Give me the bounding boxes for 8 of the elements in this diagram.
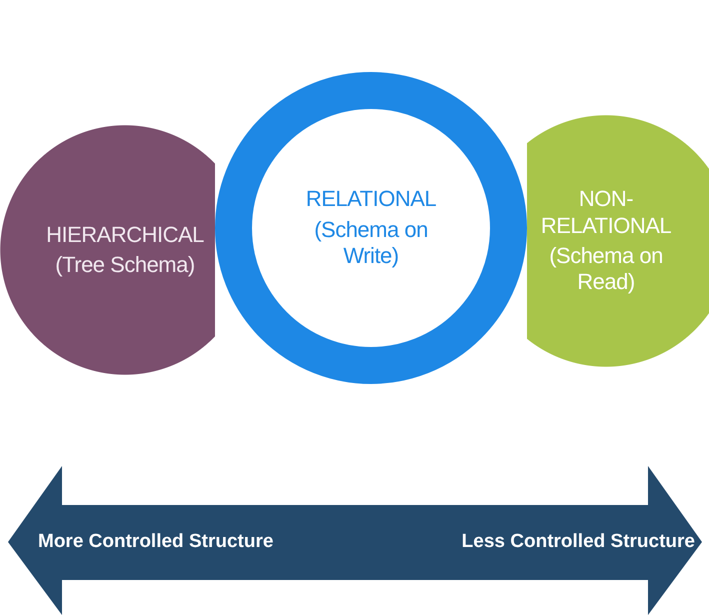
node-heading: HIERARCHICAL	[46, 222, 204, 248]
node-heading: NON-RELATIONAL	[540, 186, 672, 239]
arrow-label: More Controlled Structure	[38, 531, 274, 553]
node-heading: RELATIONAL	[306, 186, 436, 213]
node-subtitle: (Schema on Read)	[548, 243, 664, 296]
node-subtitle: (Schema on Write)	[313, 216, 429, 270]
arrow-label: Less Controlled Structure	[462, 531, 695, 553]
node-subtitle: (Tree Schema)	[55, 252, 195, 278]
